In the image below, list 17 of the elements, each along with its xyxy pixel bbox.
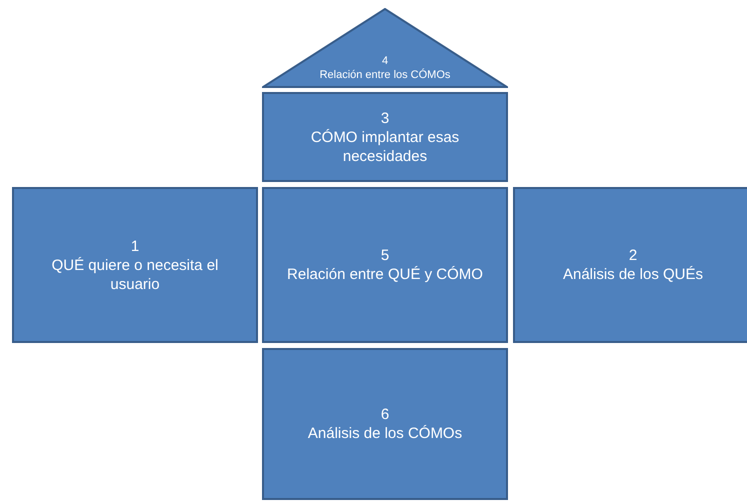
matrix-box (262, 187, 508, 343)
matrix-box (262, 348, 508, 500)
section-number: 5 (380, 246, 390, 265)
section-label: Relación entre QUÉ y CÓMO (287, 265, 483, 284)
section-number: 3 (380, 108, 390, 128)
matrix-box (513, 187, 747, 343)
section-label: Análisis de los QUÉs (562, 265, 704, 284)
matrix-box (262, 92, 508, 182)
section-number: 1 (130, 236, 140, 256)
section-number: 6 (380, 405, 390, 424)
section-number: 4 (382, 54, 388, 68)
matrix-box (12, 187, 258, 343)
section-label: Relación entre los CÓMOs (320, 68, 450, 82)
section-label: Análisis de los CÓMOs (308, 424, 462, 443)
section-number: 2 (628, 246, 638, 265)
section-label: QUÉ quiere o necesita el usuario (50, 256, 220, 294)
section-label: CÓMO implantar esas necesidades (310, 128, 460, 166)
